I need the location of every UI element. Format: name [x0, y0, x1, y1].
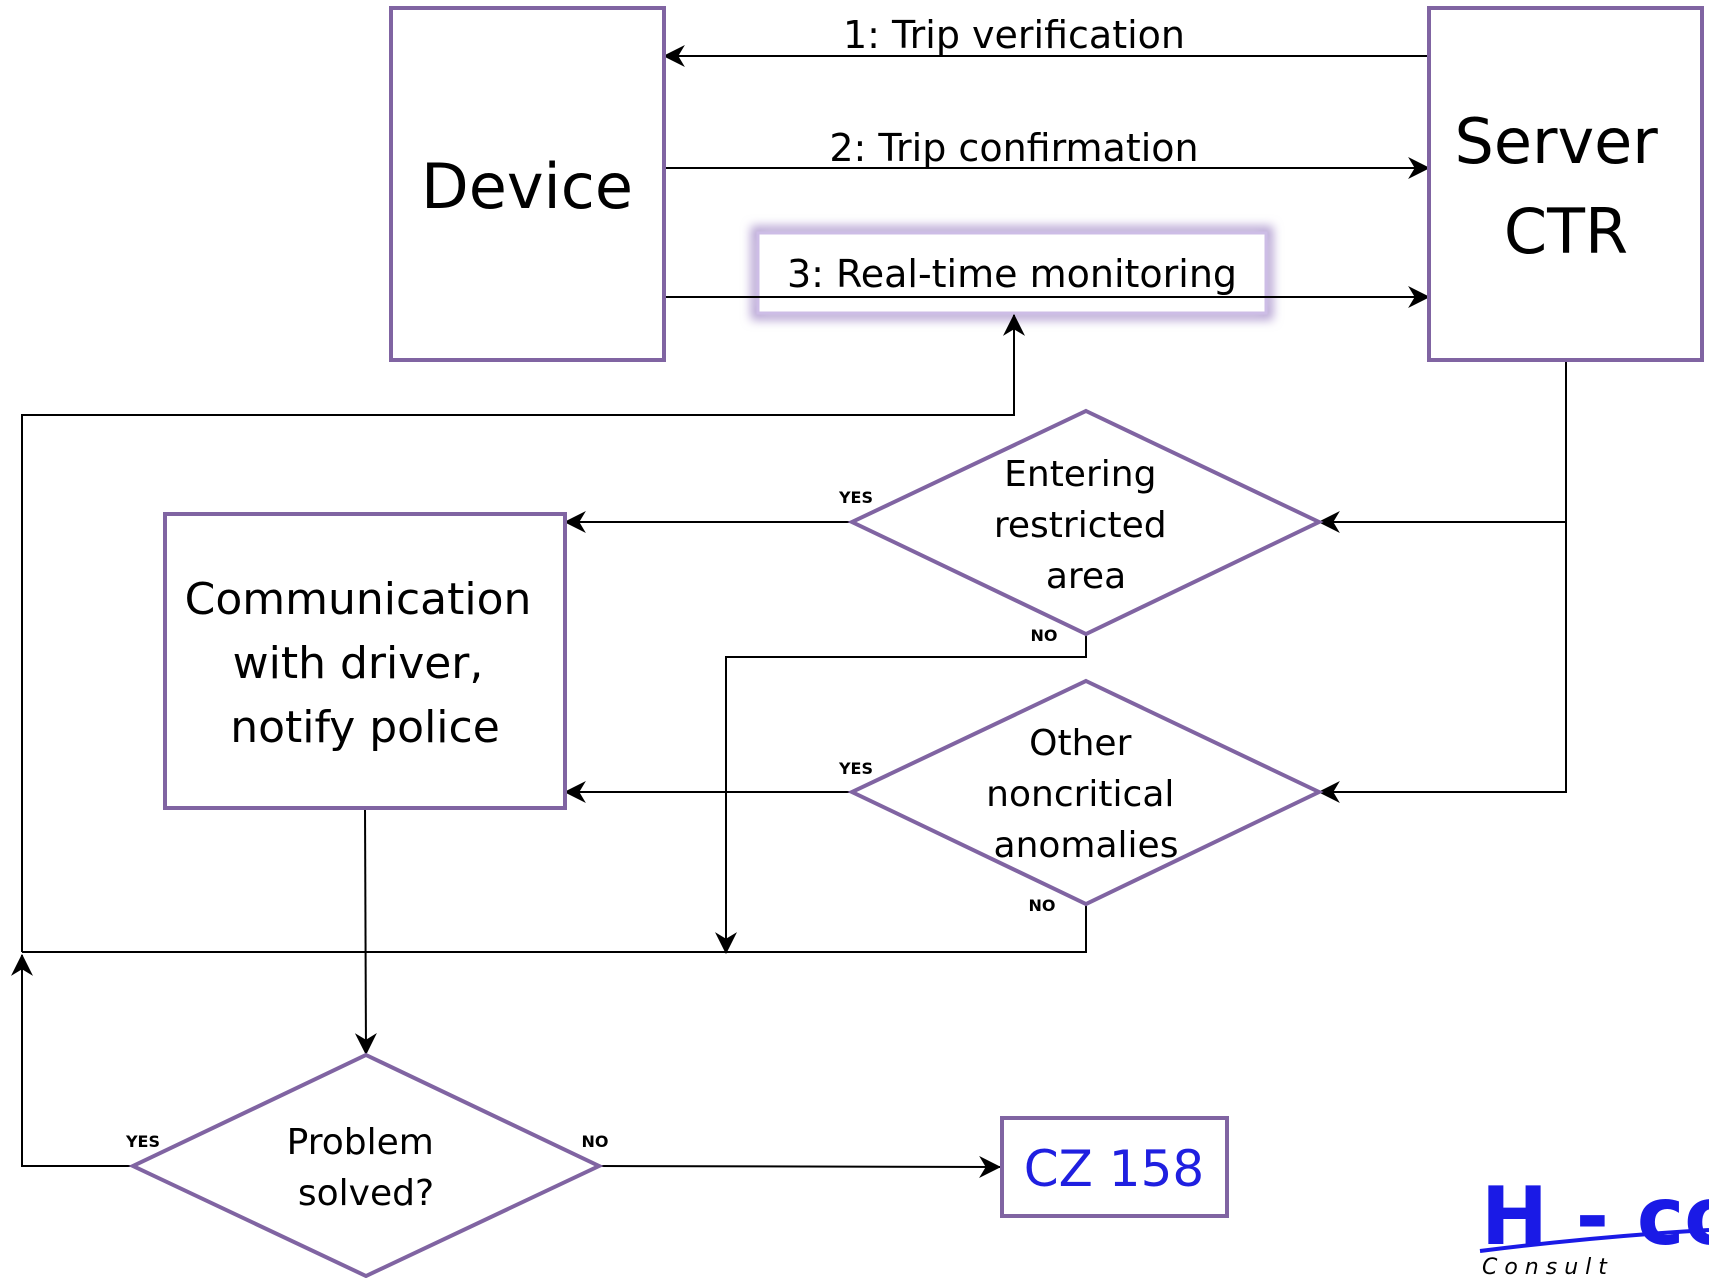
- restricted-area-decision: [847, 408, 1324, 637]
- restricted-yes-label: YES: [838, 488, 873, 507]
- anomalies-no-connector: [22, 904, 1087, 953]
- solved-no-arrow: [598, 1155, 1002, 1178]
- noncritical-anomalies-label: Other noncritical anomalies: [986, 723, 1186, 866]
- device-box: [389, 6, 666, 362]
- cz158-label: CZ 158: [1024, 1140, 1205, 1198]
- communication-label-line-1: Communication: [185, 574, 532, 625]
- restricted-area-label-line-3: area: [1046, 556, 1126, 597]
- restricted-area-label: Entering restricted area: [994, 454, 1178, 597]
- h-consult-logo: H - co C o n s u l t: [1479, 1170, 1709, 1278]
- communication-to-solved-arrow: [354, 807, 377, 1056]
- noncritical-anomalies-decision: [847, 678, 1324, 907]
- communication-box: [163, 512, 567, 810]
- problem-solved-label: Problem solved?: [287, 1122, 446, 1214]
- noncritical-anomalies-label-line-3: anomalies: [994, 825, 1179, 866]
- solved-no-label: NO: [582, 1132, 609, 1151]
- logo-swoosh: [1479, 1228, 1709, 1253]
- noncritical-anomalies-label-line-2: noncritical: [986, 774, 1174, 815]
- problem-solved-label-line-1: Problem: [287, 1122, 434, 1163]
- server-label: Server CTR: [1454, 105, 1677, 268]
- problem-solved-decision: [128, 1052, 604, 1278]
- server-box: [1427, 6, 1704, 362]
- restricted-area-label-line-1: Entering: [1004, 454, 1156, 495]
- restricted-area-label-line-2: restricted: [994, 505, 1167, 546]
- loop-back-connector: [21, 313, 1025, 952]
- restricted-no-connector: [715, 634, 1087, 955]
- noncritical-anomalies-label-line-1: Other: [1029, 723, 1131, 764]
- server-to-restricted-connector: [1317, 361, 1567, 533]
- realtime-monitoring-label: 3: Real-time monitoring: [787, 252, 1237, 296]
- logo-sub-text: C o n s u l t: [1482, 1255, 1608, 1278]
- problem-solved-label-line-2: solved?: [298, 1173, 434, 1214]
- anomalies-yes-label: YES: [838, 759, 873, 778]
- trip-verification-label: 1: Trip verification: [843, 13, 1185, 57]
- communication-label-line-3: notify police: [230, 702, 500, 753]
- cz158-box: [1000, 1116, 1229, 1218]
- communication-label-line-2: with driver,: [233, 638, 484, 689]
- restricted-no-label: NO: [1031, 626, 1058, 645]
- server-label-line-1: Server: [1454, 105, 1658, 178]
- logo-main-text: H - co: [1481, 1170, 1709, 1263]
- server-label-line-2: CTR: [1504, 195, 1628, 268]
- solved-yes-label: YES: [125, 1132, 160, 1151]
- solved-yes-connector: [10, 953, 133, 1167]
- server-to-anomalies-connector: [1317, 522, 1567, 803]
- anomalies-no-label: NO: [1029, 896, 1056, 915]
- communication-label: Communication with driver, notify police: [185, 574, 546, 753]
- device-label: Device: [421, 150, 633, 223]
- trip-confirmation-label: 2: Trip confirmation: [829, 126, 1198, 170]
